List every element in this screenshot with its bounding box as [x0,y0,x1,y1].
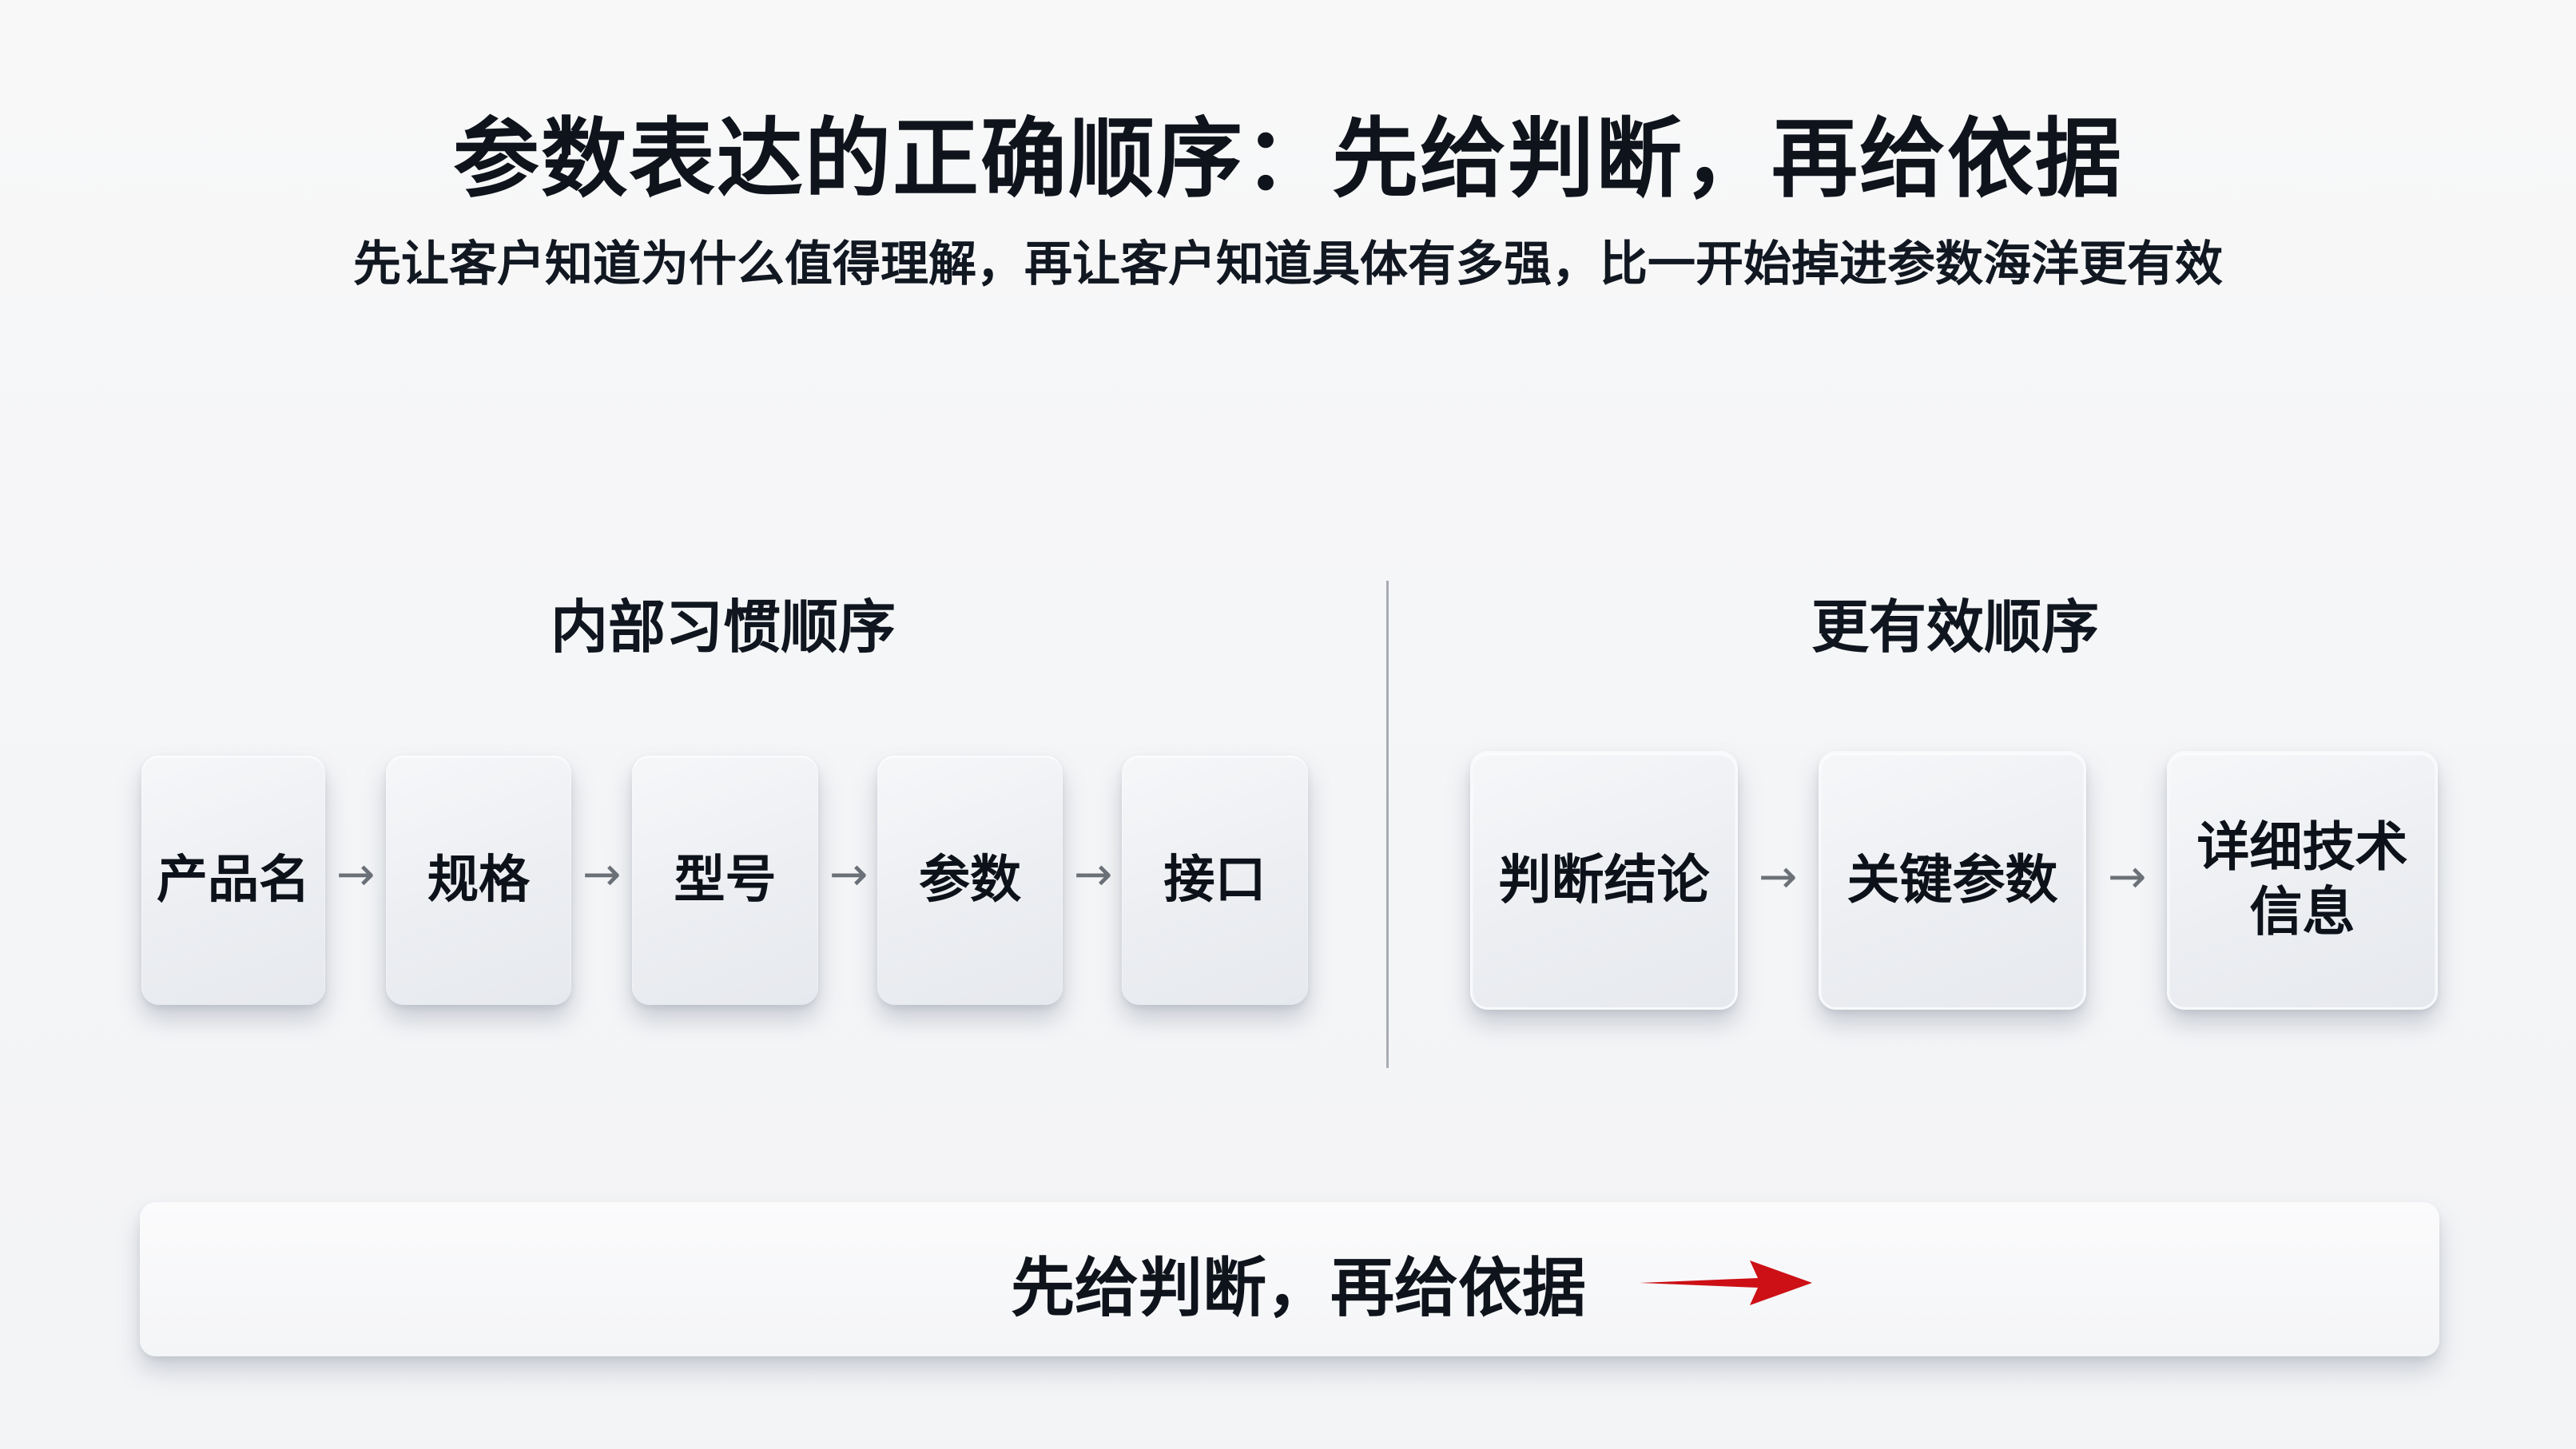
step-card-params: 参数 [877,756,1063,1005]
step-label: 关键参数 [1847,848,2058,911]
step-label: 产品名 [157,850,310,910]
red-right-arrow-icon [1640,1260,1812,1305]
step-card-spec: 规格 [386,756,571,1005]
step-card-judgment: 判断结论 [1470,751,1738,1010]
step-card-product-name: 产品名 [141,756,325,1005]
arrow-right-icon: → [829,847,869,901]
step-card-detail-info: 详细技术 信息 [2167,751,2438,1010]
arrow-right-icon: → [2107,849,2147,903]
step-label: 型号 [674,850,777,910]
step-label-line2: 信息 [2249,881,2355,943]
left-section-heading: 内部习惯顺序 [550,593,896,661]
step-card-model: 型号 [632,756,818,1005]
step-card-key-params: 关键参数 [1819,751,2086,1010]
page-subtitle: 先让客户知道为什么值得理解，再让客户知道具体有多强，比一开始掉进参数海洋更有效 [353,236,2223,292]
step-label: 接口 [1163,850,1266,910]
step-card-interface: 接口 [1122,756,1308,1005]
summary-text: 先给判断，再给依据 [1011,1251,1586,1325]
section-divider [1386,581,1389,1068]
arrow-right-icon: → [336,847,376,901]
step-label: 判断结论 [1498,848,1710,911]
summary-bar [140,1202,2439,1356]
page-title: 参数表达的正确顺序：先给判断，再给依据 [452,109,2123,209]
right-section-heading: 更有效顺序 [1811,593,2099,661]
step-label: 规格 [427,850,530,910]
arrow-right-icon: → [1073,847,1113,901]
arrow-right-icon: → [1758,849,1798,903]
step-label: 参数 [919,850,1021,910]
step-label-line1: 详细技术 [2196,816,2408,879]
arrow-right-icon: → [582,847,622,901]
